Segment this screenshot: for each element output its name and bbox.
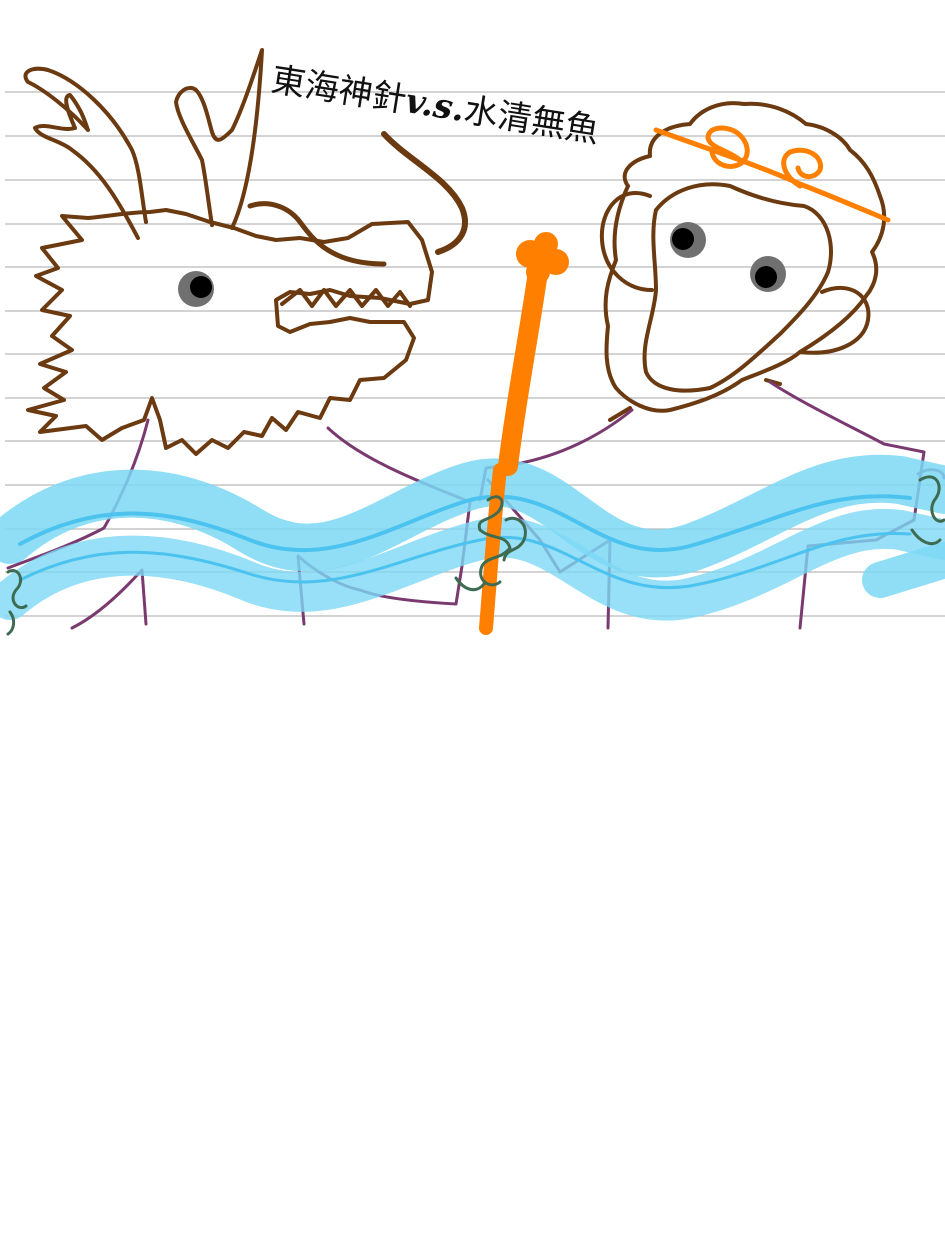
hand-scribble-drawing (6, 475, 945, 636)
monkey-king-drawing (599, 101, 887, 422)
drawing-canvas (0, 48, 945, 636)
waves-drawing (0, 454, 945, 621)
monkey-eye-icon (670, 222, 786, 292)
title-vs: v.s. (402, 81, 468, 130)
staff-drawing (479, 232, 569, 635)
dragon-drawing (23, 48, 468, 456)
headband-drawing (653, 125, 891, 223)
dragon-eye-icon (178, 271, 214, 307)
